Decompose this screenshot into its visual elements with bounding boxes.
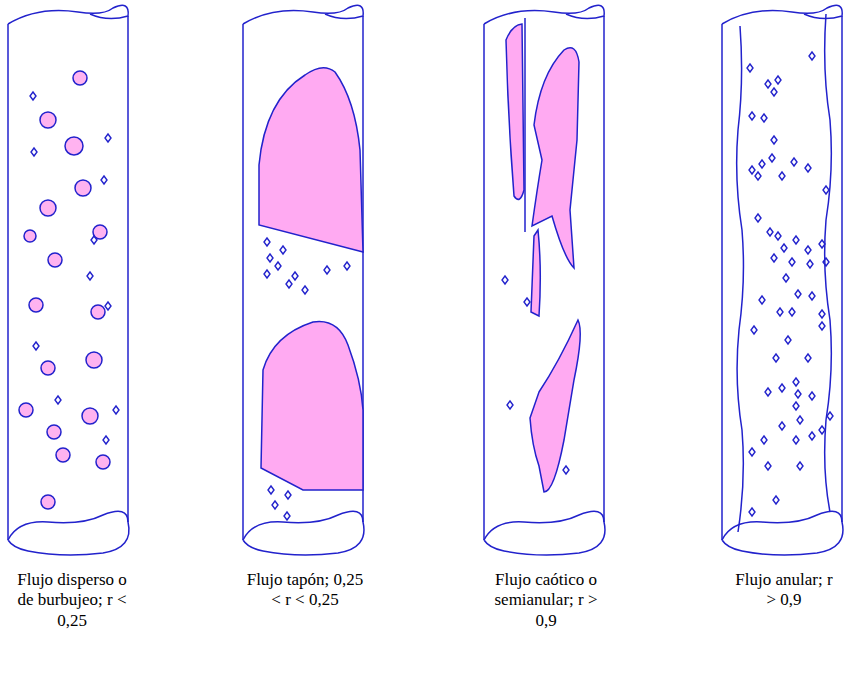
- flow-caption: Flujo disperso o de burbujeo; r < 0,25: [8, 570, 136, 631]
- annular-pipe: [722, 5, 843, 555]
- churn-pipe: [484, 5, 605, 555]
- flow-caption: Flujo caótico o semianular; r > 0,9: [487, 570, 605, 631]
- flow-caption: Flujo tapón; 0,25 < r < 0,25: [241, 570, 369, 611]
- flow-caption: Flujo anular; r > 0,9: [732, 570, 836, 611]
- slug-pipe: [243, 5, 364, 555]
- bubble-pipe: [8, 5, 129, 555]
